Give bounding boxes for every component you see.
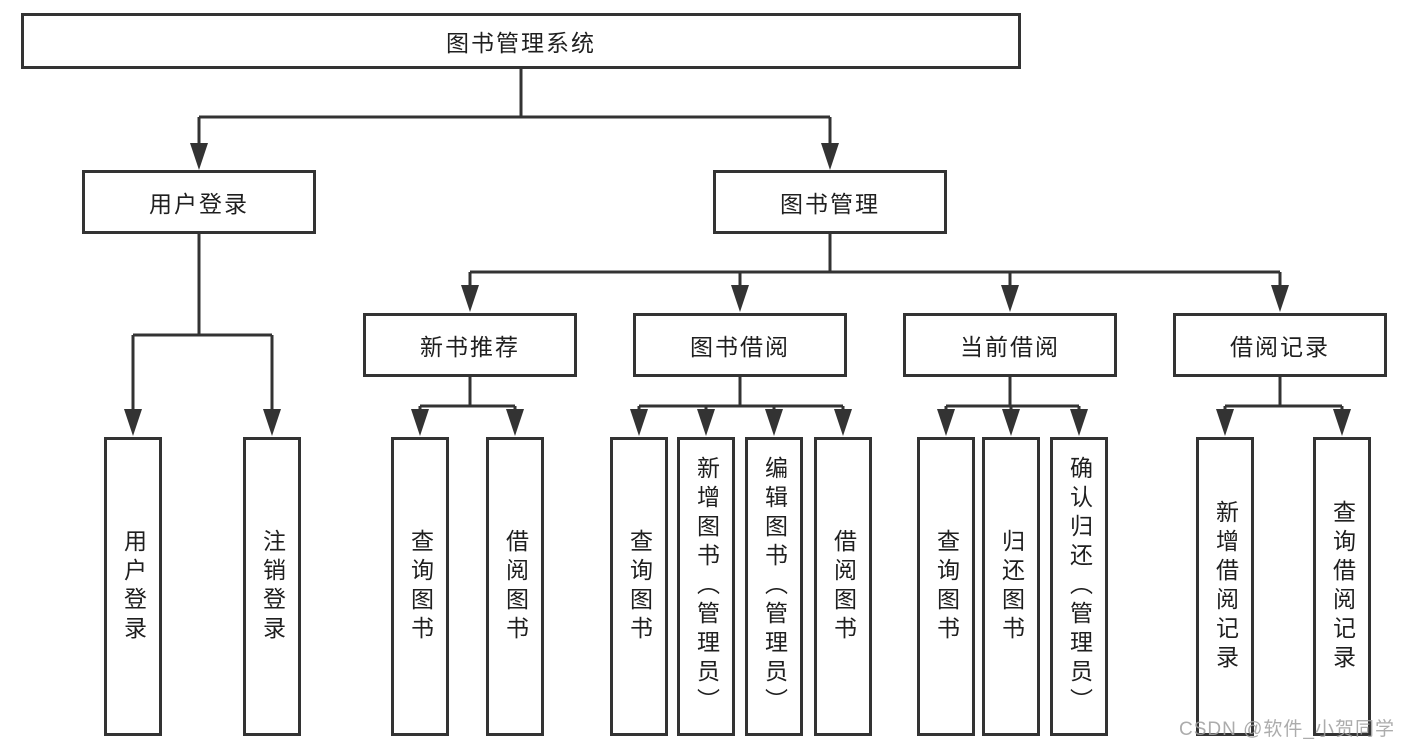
node-user-login: 用户登录 (82, 170, 316, 234)
leaf-newbook-query-books: 查询图书 (391, 437, 449, 736)
node-borrow-records: 借阅记录 (1173, 313, 1387, 377)
leaf-newbook-borrow-books-label: 借阅图书 (502, 528, 529, 645)
node-book-borrow: 图书借阅 (633, 313, 847, 377)
leaf-borrow-add-books-admin-label: 新增图书（管理员） (693, 456, 720, 717)
node-current-borrow: 当前借阅 (903, 313, 1117, 377)
leaf-borrow-borrow-books-label: 借阅图书 (830, 528, 857, 645)
node-book-management-label: 图书管理 (780, 191, 880, 217)
leaf-current-query-books-label: 查询图书 (933, 528, 960, 645)
leaf-current-confirm-return-admin-label: 确认归还（管理员） (1066, 456, 1093, 717)
leaf-borrow-edit-books-admin: 编辑图书（管理员） (745, 437, 803, 736)
leaf-borrow-add-books-admin: 新增图书（管理员） (677, 437, 735, 736)
leaf-newbook-borrow-books: 借阅图书 (486, 437, 544, 736)
leaf-user-login: 用户登录 (104, 437, 162, 736)
node-user-login-label: 用户登录 (149, 191, 249, 217)
leaf-current-return-books: 归还图书 (982, 437, 1040, 736)
leaf-borrow-query-books: 查询图书 (610, 437, 668, 736)
csdn-watermark: CSDN @软件_小贺同学 (1179, 719, 1395, 740)
leaf-records-query-record: 查询借阅记录 (1313, 437, 1371, 736)
node-current-borrow-label: 当前借阅 (960, 334, 1060, 360)
leaf-borrow-edit-books-admin-label: 编辑图书（管理员） (761, 456, 788, 717)
node-book-management: 图书管理 (713, 170, 947, 234)
leaf-borrow-borrow-books: 借阅图书 (814, 437, 872, 736)
leaf-newbook-query-books-label: 查询图书 (407, 528, 434, 645)
leaf-current-return-books-label: 归还图书 (998, 528, 1025, 645)
leaf-logout-label: 注销登录 (259, 528, 286, 645)
node-system-root-label: 图书管理系统 (446, 30, 596, 56)
leaf-records-query-record-label: 查询借阅记录 (1329, 499, 1356, 674)
leaf-user-login-label: 用户登录 (120, 528, 147, 645)
node-new-book-recommend-label: 新书推荐 (420, 334, 520, 360)
leaf-current-confirm-return-admin: 确认归还（管理员） (1050, 437, 1108, 736)
node-new-book-recommend: 新书推荐 (363, 313, 577, 377)
node-book-borrow-label: 图书借阅 (690, 334, 790, 360)
leaf-records-add-record: 新增借阅记录 (1196, 437, 1254, 736)
leaf-borrow-query-books-label: 查询图书 (626, 528, 653, 645)
leaf-records-add-record-label: 新增借阅记录 (1212, 499, 1239, 674)
node-borrow-records-label: 借阅记录 (1230, 334, 1330, 360)
node-system-root: 图书管理系统 (21, 13, 1021, 69)
leaf-logout: 注销登录 (243, 437, 301, 736)
leaf-current-query-books: 查询图书 (917, 437, 975, 736)
